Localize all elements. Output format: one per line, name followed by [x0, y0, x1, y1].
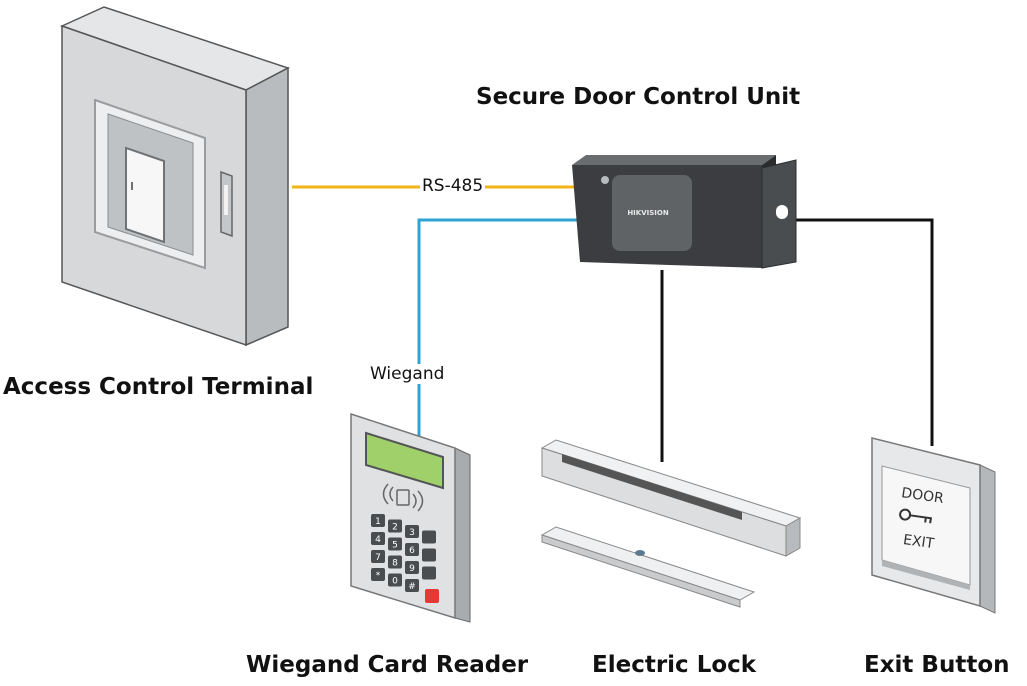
exit-text: EXIT: [902, 532, 935, 552]
keypad-key-label: 7: [375, 553, 381, 563]
access-control-terminal: [59, 6, 290, 347]
secure-door-control-unit: HIKVISION: [572, 155, 797, 269]
keypad-key-label: *: [376, 571, 381, 581]
keypad-key-label: 1: [375, 517, 381, 527]
keypad-key-label: 3: [409, 528, 415, 538]
keypad-function-key: [422, 530, 436, 544]
wiegand-card-reader: 1 2 3 4 5 6 7 8 9 * 0 #: [350, 412, 471, 623]
keypad: 1 2 3 4 5 6 7 8 9 * 0 #: [371, 514, 436, 592]
electric-lock: [540, 439, 802, 608]
keypad-key: [388, 555, 402, 569]
contactless-icon: [382, 483, 424, 512]
wiegand-label: Wiegand: [368, 364, 447, 384]
keypad-key: [405, 561, 419, 574]
keypad-key-label: #: [408, 582, 416, 592]
keypad-key-label: 5: [392, 541, 398, 551]
lock-groove: [562, 454, 742, 520]
exit-button-label: Exit Button: [864, 652, 1010, 678]
keypad-key-label: 4: [375, 535, 381, 545]
wiegand-line: [417, 218, 580, 438]
keypad-key-label: 2: [392, 523, 398, 533]
keypad-key: [388, 519, 402, 533]
keypad-key: [371, 568, 385, 581]
reader-side: [454, 447, 471, 623]
cabinet-side: [245, 66, 289, 347]
reader-display: [365, 431, 444, 490]
exit-button-wire: [788, 218, 934, 446]
exit-button-side: [979, 464, 996, 614]
keypad-function-key: [422, 548, 436, 562]
unit-panel: [612, 175, 692, 251]
card-reader-label: Wiegand Card Reader: [246, 652, 529, 678]
armature-plate-top: [540, 526, 756, 601]
keypad-function-key: [422, 566, 436, 580]
unit-top: [572, 155, 776, 165]
keypad-key: [405, 525, 419, 538]
unit-indicator: [601, 176, 609, 184]
exit-button: DOOR EXIT: [871, 437, 996, 614]
key-icon: [899, 508, 932, 524]
keypad-key: [371, 550, 385, 563]
door-text: DOOR: [900, 485, 945, 507]
electric-lock-label: Electric Lock: [592, 652, 757, 678]
keypad-key-label: 9: [409, 564, 415, 574]
keypad-key: [405, 543, 419, 556]
keypad-key: [371, 532, 385, 545]
door-icon: [125, 146, 165, 244]
exit-button-shadow: [882, 560, 970, 590]
rs485-label: RS-485: [420, 176, 486, 196]
lock-end: [785, 517, 801, 557]
secure-door-unit-label: Secure Door Control Unit: [476, 84, 801, 110]
keypad-key: [388, 537, 402, 551]
keypad-key-label: 0: [392, 577, 398, 587]
keypad-key: [388, 573, 402, 587]
access-terminal-label: Access Control Terminal: [3, 374, 314, 400]
bell-icon: [425, 589, 439, 603]
keypad-key-label: 8: [392, 559, 398, 569]
armature-plate-front: [541, 534, 741, 608]
unit-brand-text: HIKVISION: [627, 209, 669, 217]
keypad-key-label: 6: [409, 546, 415, 556]
keypad-key: [371, 514, 385, 527]
keypad-key: [405, 579, 419, 592]
